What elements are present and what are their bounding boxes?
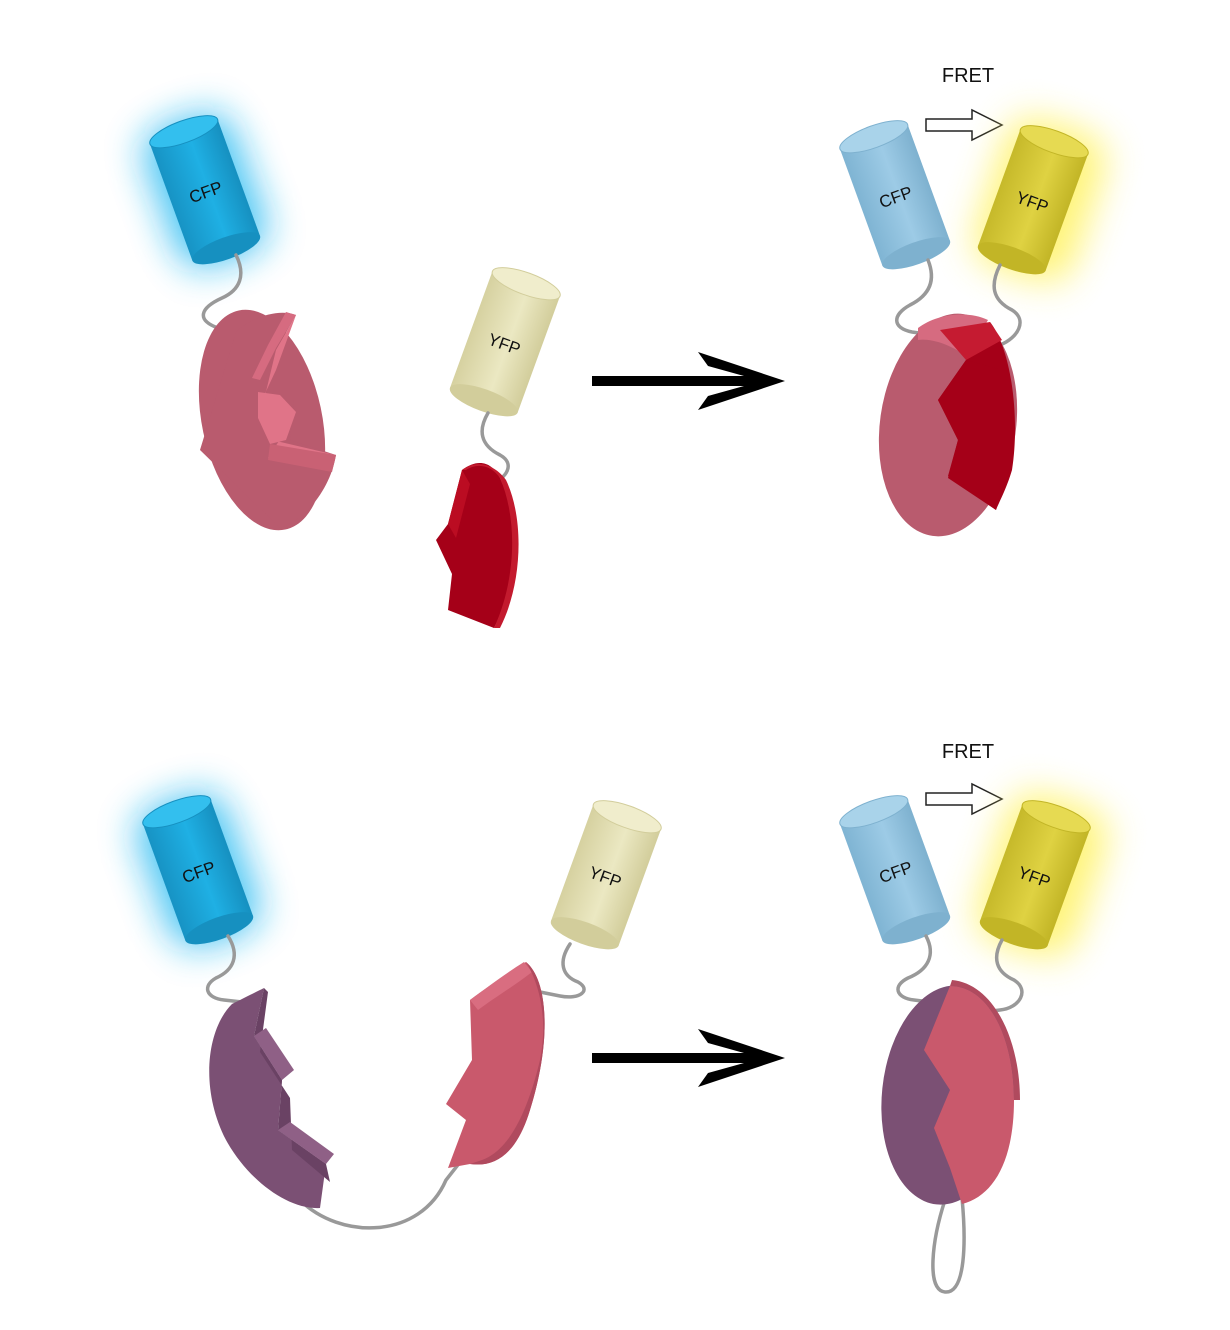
- folded-protein: [881, 980, 1020, 1205]
- fret-arrow-icon: [925, 782, 1004, 816]
- top-right-construct: FRET CFP YFP: [839, 65, 1106, 537]
- bottom-left-construct: CFP YFP: [135, 791, 662, 1230]
- yfp-cylinder: YFP: [977, 125, 1089, 275]
- yfp-cylinder: YFP: [979, 800, 1091, 950]
- fret-label: FRET: [942, 741, 994, 763]
- top-row: CFP YFP: [142, 65, 1106, 628]
- cfp-cylinder: CFP: [149, 115, 261, 265]
- linker: [895, 258, 934, 336]
- linker: [982, 938, 1024, 1014]
- bottom-right-construct: FRET CFP YFP: [839, 741, 1108, 1294]
- cfp-cylinder: CFP: [839, 120, 951, 270]
- red-fragment-c: [436, 463, 519, 628]
- top-middle-construct: YFP: [436, 267, 561, 628]
- linker: [984, 263, 1022, 352]
- reaction-arrow: [592, 352, 785, 410]
- top-left-construct: CFP: [142, 111, 336, 531]
- cfp-cylinder: CFP: [839, 795, 951, 945]
- linker: [201, 253, 243, 334]
- reconstituted-protein: [878, 313, 1018, 537]
- fret-arrow-icon: [925, 108, 1004, 142]
- linker: [538, 942, 586, 999]
- bottom-row: CFP YFP: [135, 741, 1108, 1294]
- yfp-cylinder: YFP: [550, 800, 662, 950]
- loop-linker: [931, 1196, 966, 1294]
- pink-fragment-c: [446, 962, 545, 1168]
- reaction-arrow: [592, 1029, 785, 1087]
- fret-label: FRET: [942, 65, 994, 87]
- linker: [896, 934, 932, 1004]
- pink-fragment-n: [198, 309, 336, 531]
- purple-fragment-n: [209, 988, 334, 1209]
- yfp-cylinder: YFP: [449, 267, 561, 417]
- long-linker: [298, 1150, 470, 1230]
- linker: [205, 934, 244, 1004]
- cfp-cylinder: CFP: [142, 795, 254, 945]
